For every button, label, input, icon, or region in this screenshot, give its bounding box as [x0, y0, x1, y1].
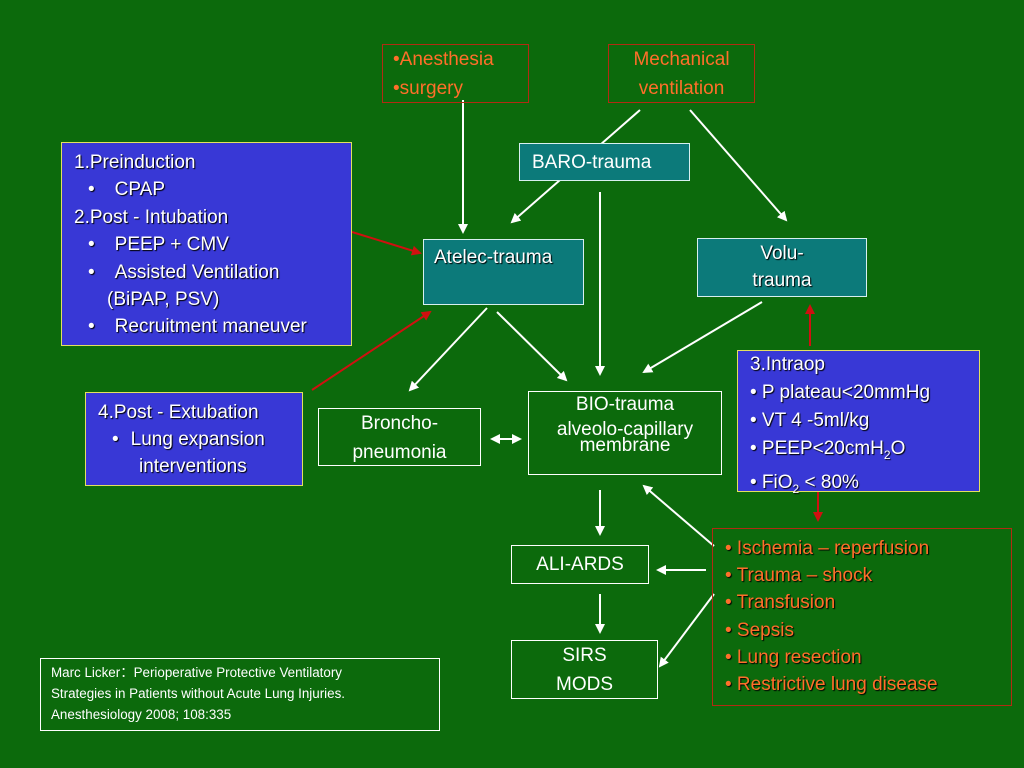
risk-item: • Ischemia – reperfusion	[725, 538, 930, 559]
fio2-subscript: 2	[792, 481, 800, 496]
fio2-end: < 80%	[799, 471, 859, 493]
intraop-heading: 3.Intraop	[750, 354, 825, 375]
bipap-psv-label: (BiPAP, PSV)	[107, 289, 220, 311]
alveolo-capillary-label: alveolo-capillary	[556, 419, 694, 440]
citation-line: Anesthesiology 2008; 108:335	[51, 707, 232, 722]
fio2-item: • FiO2 < 80%	[738, 469, 979, 503]
intraop-box: 3.Intraop • P plateau<20mmHg • VT 4 -5ml…	[737, 350, 980, 496]
recruitment-label: Recruitment maneuver	[114, 316, 307, 338]
bullet-icon: •	[88, 316, 95, 338]
arrow-risk-sirs	[658, 593, 715, 668]
broncho-pneumonia-box: Broncho- pneumonia	[318, 408, 481, 466]
peep-label: • PEEP<20cmH	[750, 438, 884, 459]
volu-label: Volu-	[760, 243, 804, 264]
trauma-label: trauma	[752, 270, 812, 291]
bio-trauma-label: BIO-trauma	[575, 394, 675, 415]
lung-expansion-item: • Lung expansion	[86, 426, 302, 453]
preinduction-box: 1.Preinduction • CPAP 2.Post - Intubation…	[61, 142, 352, 346]
post-extubation-box: 4.Post - Extubation • Lung expansion inte…	[85, 392, 303, 486]
peep-cmv-label: PEEP + CMV	[114, 234, 229, 256]
citation-line: Marc Licker：Perioperative Protective Ven…	[51, 665, 342, 680]
peep-item: • PEEP<20cmH2O	[738, 435, 979, 469]
mods-label: MODS	[556, 674, 613, 695]
bullet-icon: •	[88, 261, 95, 283]
broncho-label: Broncho-	[360, 413, 439, 434]
peep-subscript: 2	[883, 447, 891, 462]
ventilation-label: ventilation	[638, 78, 725, 99]
anesthesia-label: •Anesthesia	[393, 49, 494, 70]
preinduction-heading: 1.Preinduction	[74, 152, 196, 173]
post-extubation-heading: 4.Post - Extubation	[98, 402, 259, 423]
pneumonia-label: pneumonia	[352, 442, 447, 463]
sirs-label: SIRS	[562, 645, 607, 666]
volu-trauma-box: Volu- trauma	[697, 238, 867, 297]
anesthesia-surgery-box: •Anesthesia •surgery	[382, 44, 529, 103]
risk-item: • Lung resection	[725, 646, 862, 668]
bio-trauma-box: BIO-trauma alveolo-capillary membrane	[528, 391, 722, 475]
peep-end: O	[890, 438, 906, 459]
ali-ards-box: ALI-ARDS	[511, 545, 649, 584]
sirs-mods-box: SIRS MODS	[511, 640, 658, 699]
assisted-ventilation-label: Assisted Ventilation	[114, 261, 280, 283]
recruitment-item: • Recruitment maneuver	[62, 313, 351, 340]
bullet-icon: •	[112, 429, 119, 450]
cpap-label: CPAP	[114, 179, 165, 201]
atelec-trauma-box: Atelec-trauma	[423, 239, 584, 305]
interventions-label: interventions	[139, 456, 247, 477]
bullet-icon: •	[88, 179, 95, 201]
risk-item: • Restrictive lung disease	[725, 674, 938, 696]
peep-cmv-item: • PEEP + CMV	[62, 231, 351, 258]
ali-ards-label: ALI-ARDS	[536, 554, 624, 575]
arrow-atelec-broncho	[408, 307, 488, 392]
lung-expansion-label: Lung expansion	[130, 429, 265, 450]
mechanical-label: Mechanical	[633, 49, 730, 70]
bullet-icon: •	[88, 234, 95, 256]
membrane-label: membrane	[579, 435, 671, 456]
baro-trauma-label: BARO-trauma	[532, 152, 652, 173]
citation-box: Marc Licker：Perioperative Protective Ven…	[40, 658, 440, 731]
citation-line: Strategies in Patients without Acute Lun…	[51, 686, 346, 701]
arrow-risk-bio	[642, 484, 715, 547]
arrow-mechanical-volu	[689, 109, 788, 222]
arrow-preinduction-atelec	[351, 231, 422, 256]
fio2-label: • FiO	[750, 471, 793, 493]
post-intubation-heading: 2.Post - Intubation	[74, 206, 229, 228]
mechanical-ventilation-box: Mechanical ventilation	[608, 44, 755, 103]
risk-item: • Transfusion	[725, 592, 836, 614]
surgery-label: •surgery	[393, 78, 464, 99]
risk-factors-box: • Ischemia – reperfusion • Trauma – shoc…	[712, 528, 1012, 706]
baro-trauma-box: BARO-trauma	[519, 143, 690, 181]
arrow-atelec-bio	[496, 311, 568, 382]
vt-item: • VT 4 -5ml/kg	[750, 410, 870, 431]
cpap-item: • CPAP	[62, 176, 351, 203]
p-plateau-item: • P plateau<20mmHg	[750, 382, 931, 403]
risk-item: • Sepsis	[725, 619, 794, 641]
atelec-trauma-label: Atelec-trauma	[434, 247, 553, 268]
risk-item: • Trauma – shock	[725, 565, 873, 587]
assisted-ventilation-item: • Assisted Ventilation	[62, 259, 351, 286]
